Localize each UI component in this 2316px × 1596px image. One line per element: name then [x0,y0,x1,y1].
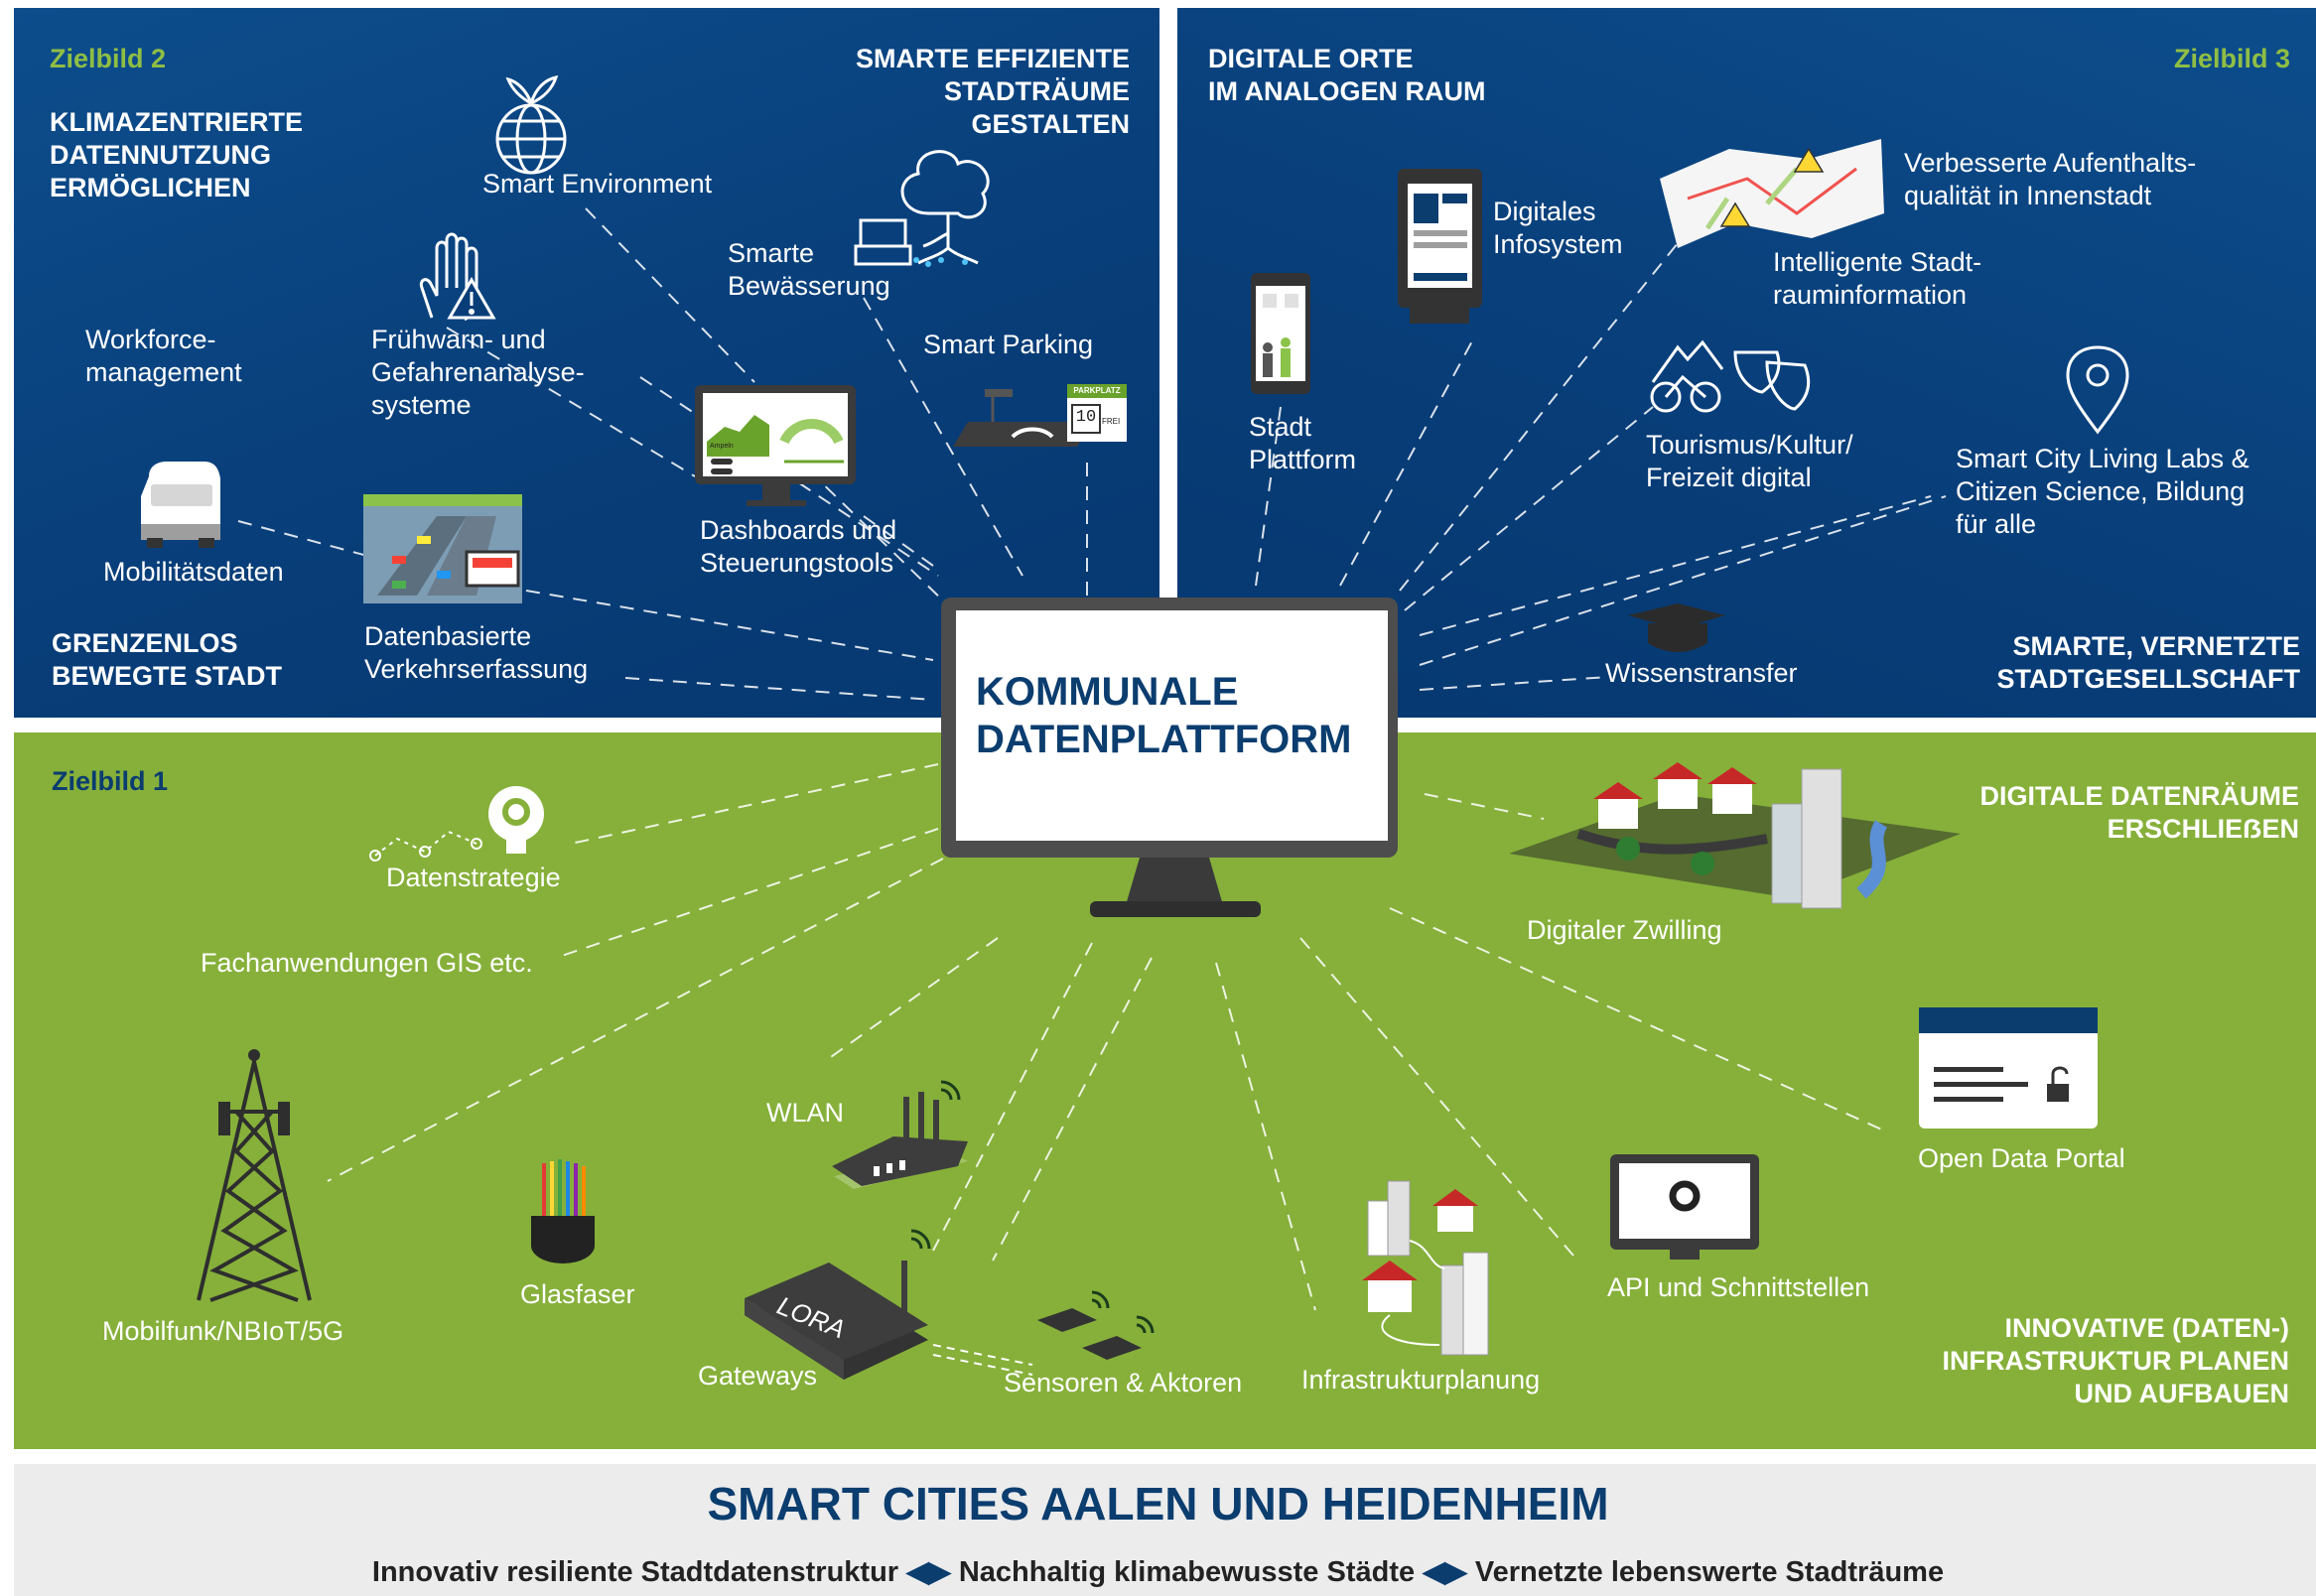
label-tourismus: Tourismus/Kultur/ Freizeit digital [1646,430,1853,492]
zielbild1-label: Zielbild 1 [52,766,169,796]
label-verkehrserfassung: Datenbasierte Verkehrserfassung [364,621,589,684]
sensor-icon [932,1290,1155,1376]
zielbild1-heading-infrastructure: INNOVATIVE (DATEN-) INFRASTRUKTUR PLANEN… [1942,1313,2289,1408]
location-pin-icon [2066,345,2129,435]
lightbulb-gear-icon [369,786,544,862]
api-monitor-icon [1610,1154,1759,1260]
label-stadtraum: Intelligente Stadt- rauminformation [1773,247,1982,310]
label-mobilitaetsdaten: Mobilitätsdaten [103,557,284,587]
zielbild2-heading-climate: KLIMAZENTRIERTE DATENNUTZUNG ERMÖGLICHEN [50,107,303,202]
parking-sign-top: PARKPLATZ [1073,386,1121,395]
lora-gateway-icon [745,1229,931,1380]
zielbild3-heading-society: SMARTE, VERNETZTE STADTGESELLSCHAFT [1996,631,2301,694]
label-smart-environment: Smart Environment [482,169,713,199]
label-fruehwarn: Frühwarn- und Gefahrenanalyse- systeme [371,325,585,420]
label-smart-parking: Smart Parking [923,330,1094,359]
bike-mountain-icon [1650,339,1724,413]
fiber-bundle-icon [531,1159,595,1264]
zielbild2-heading-spaces: SMARTE EFFIZIENTE STADTRÄUME GESTALTEN [856,44,1130,139]
tagline-1: Innovativ resiliente Stadtdatenstruktur [371,1556,899,1588]
arrow-icon: ◀▶ [906,1556,951,1588]
city-model-icon [1509,762,1961,909]
tower-top [248,1049,260,1061]
label-fachanwendungen: Fachanwendungen GIS etc. [201,948,533,978]
central-screen [956,610,1388,841]
info-kiosk-icon [1398,169,1482,324]
sprinkler-drops [913,257,968,267]
label-infrastruktur: Infrastrukturplanung [1301,1365,1541,1395]
hand-warning-icon [419,232,496,322]
arrow-icon: ◀▶ [1423,1556,1467,1588]
label-wlan: WLAN [766,1098,845,1128]
label-wissenstransfer: Wissenstransfer [1605,658,1798,688]
document-lock-icon [1919,1007,2098,1129]
tagline-2: Nachhaltig klimabewusste Städte [958,1556,1416,1588]
label-aufenthalt: Verbesserte Aufenthalts- qualität in Inn… [1904,148,2197,210]
theater-masks-icon [1733,350,1811,411]
cell-tower-icon [197,1052,312,1302]
label-stadtplattform: Stadt Plattform [1249,412,1357,474]
center-title: KOMMUNALE DATENPLATTFORM [976,670,1352,761]
footer-panel [14,1464,2316,1596]
label-glasfaser: Glasfaser [520,1279,635,1309]
van-icon [141,462,220,548]
dashboard-monitor-icon [695,385,856,506]
label-dashboards: Dashboards und Steuerungstools [700,515,897,578]
footer-title: SMART CITIES AALEN UND HEIDENHEIM [707,1478,1609,1530]
footer-tagline: Innovativ resiliente Stadtdatenstruktur … [0,1554,2316,1589]
label-gateways: Gateways [698,1361,818,1391]
city-plan-icon [1362,1180,1489,1356]
label-open-data: Open Data Portal [1918,1143,2125,1173]
tree-roots-icon [854,150,990,266]
zielbild1-heading-dataspaces: DIGITALE DATENRÄUME ERSCHLIEẞEN [1979,781,2299,844]
smartphone-icon [1251,273,1310,394]
label-mobilfunk: Mobilfunk/NBIoT/5G [102,1316,344,1346]
connector-lines [237,207,1947,1311]
traffic-camera-icon [363,494,522,603]
label-api: API und Schnittstellen [1607,1272,1870,1302]
label-smarte-bewaesserung: Smarte Bewässerung [728,238,890,301]
parking-sign-count: 10 [1075,408,1097,427]
zielbild2-label: Zielbild 2 [50,44,167,73]
zielbild3-heading-places: DIGITALE ORTE IM ANALOGEN RAUM [1208,44,1486,106]
globe-plant-icon [495,75,567,175]
zielbild2-heading-mobility: GRENZENLOS BEWEGTE STADT [52,628,282,691]
parking-sensor-icon [953,384,1127,447]
label-datenstrategie: Datenstrategie [386,863,561,892]
label-digitaler-zwilling: Digitaler Zwilling [1527,915,1722,945]
map-icon [1660,139,1884,248]
label-livinglabs: Smart City Living Labs & Citizen Science… [1956,444,2249,539]
graduation-cap-icon [1628,603,1725,652]
tagline-3: Vernetzte lebenswerte Stadträume [1474,1556,1945,1588]
label-workforce: Workforce- management [85,325,242,387]
dashboard-label: Ampeln [710,443,734,450]
label-infosystem: Digitales Infosystem [1493,197,1623,259]
parking-sign-free: FREI [1102,417,1121,426]
zielbild3-label: Zielbild 3 [2173,44,2290,73]
label-sensoren: Sensoren & Aktoren [1004,1368,1243,1397]
router-icon [832,1080,968,1189]
